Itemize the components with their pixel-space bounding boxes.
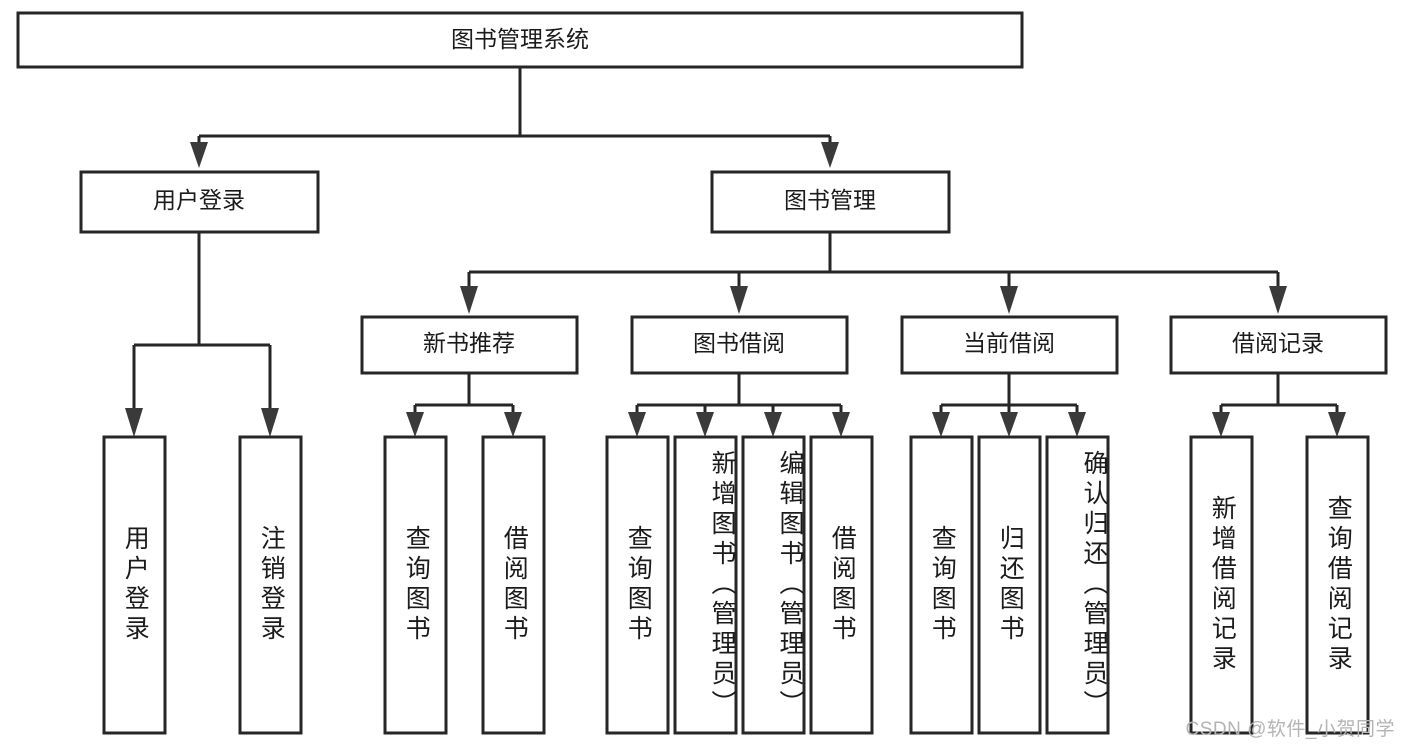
arrowhead-leaf5-icon [628,412,646,437]
node-label-records: 借阅记录 [1232,330,1324,356]
watermark-text: CSDN @软件_小贺同学 [1185,719,1395,740]
node-box-leaf-13[interactable] [1305,435,1370,735]
node-box-leaf-1[interactable] [102,435,167,735]
node-box-leaf-10[interactable] [977,435,1042,735]
arrowhead-leaf1-icon [125,408,143,437]
arrowhead-leaf8-icon [832,412,850,437]
node-box-leaf-7[interactable] [741,435,806,735]
arrowhead-leaf3-icon [406,412,424,437]
node-box-leaf-2[interactable] [238,435,303,735]
arrowhead-leaf10-icon [1000,412,1018,437]
arrowhead-newbook-icon [460,286,478,314]
node-label-borrow: 图书借阅 [693,330,785,356]
node-box-borrow[interactable] [630,315,849,375]
arrowhead-leaf9-icon [932,412,950,437]
node-box-root[interactable] [16,11,1024,69]
node-label-login: 用户登录 [153,187,245,213]
arrowhead-current-icon [1000,286,1018,314]
node-label-newbook: 新书推荐 [423,330,515,356]
node-box-records[interactable] [1169,315,1388,375]
arrowhead-leaf11-icon [1068,412,1086,437]
arrowhead-leaf4-icon [504,412,522,437]
node-box-newbook[interactable] [360,315,579,375]
arrowhead-records-icon [1269,286,1287,314]
node-box-bookmgmt[interactable] [710,170,951,234]
node-label-root: 图书管理系统 [451,26,589,52]
arrowhead-borrow-icon [730,286,748,314]
arrowhead-leaf12-icon [1212,412,1230,437]
arrowhead-login-icon [190,142,208,168]
arrowhead-leaf7-icon [764,412,782,437]
node-label-bookmgmt: 图书管理 [784,187,876,213]
arrowhead-bookmgmt-icon [821,142,839,168]
arrowhead-leaf6-icon [696,412,714,437]
node-box-leaf-4[interactable] [481,435,546,735]
node-box-leaf-3[interactable] [383,435,448,735]
node-box-leaf-11[interactable] [1045,435,1110,735]
arrowhead-leaf13-icon [1328,412,1346,437]
node-box-leaf-12[interactable] [1189,435,1254,735]
node-box-leaf-9[interactable] [909,435,974,735]
arrowheads-layer [125,142,1346,437]
node-box-leaf-8[interactable] [809,435,874,735]
node-label-current: 当前借阅 [963,330,1055,356]
arrowhead-leaf2-icon [261,408,279,437]
node-box-leaf-5[interactable] [605,435,670,735]
nodes-layer: 图书管理系统 用户登录 图书管理 新书推荐 图书借阅 当前借阅 借阅记录 [16,11,1388,735]
node-box-login[interactable] [79,170,320,234]
node-box-leaf-6[interactable] [673,435,738,735]
node-box-current[interactable] [900,315,1119,375]
